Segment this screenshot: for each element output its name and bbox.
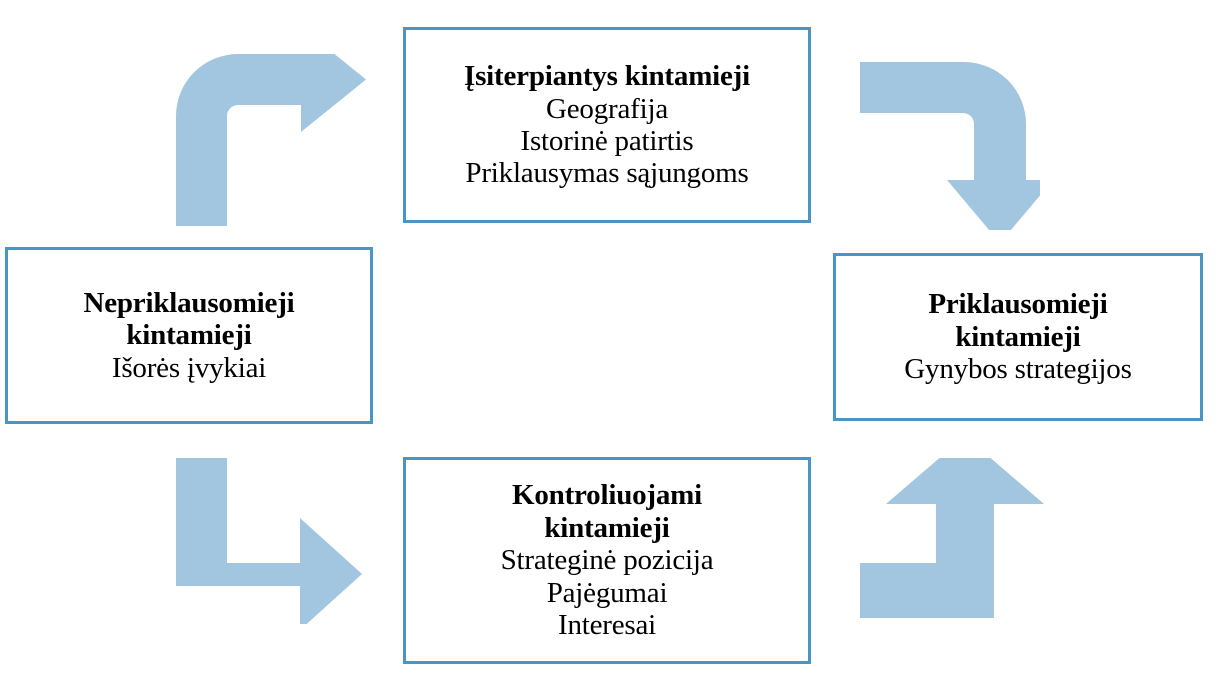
elbow-arrow-up-icon-bottom-right <box>860 458 1044 618</box>
node-title-dependent-line1: Priklausomieji <box>928 288 1108 321</box>
node-item-controlled-1: Strateginė pozicija <box>500 544 714 577</box>
node-title-intervening: Įsiterpiantys kintamieji <box>463 60 750 93</box>
elbow-arrow-down-icon-top-right <box>860 62 1040 230</box>
node-item-intervening-3: Priklausymas sąjungoms <box>465 157 749 190</box>
node-item-intervening-1: Geografija <box>546 92 668 125</box>
node-box-dependent-variables: Priklausomieji kintamieji Gynybos strate… <box>833 253 1203 421</box>
node-item-intervening-2: Istorinė patirtis <box>520 125 694 157</box>
node-box-intervening-variables: Įsiterpiantys kintamieji Geografija Isto… <box>403 27 811 223</box>
node-title-controlled-line2: kintamieji <box>544 511 670 544</box>
node-title-controlled-line1: Kontroliuojami <box>511 479 702 512</box>
node-item-controlled-2: Pajėgumai <box>546 576 668 609</box>
node-title-independent-line1: Nepriklausomieji <box>83 286 295 319</box>
elbow-arrow-right-icon-bottom-left <box>176 458 362 624</box>
elbow-arrow-right-icon-top-left <box>176 54 366 226</box>
node-box-controlled-variables: Kontroliuojami kintamieji Strateginė poz… <box>403 457 811 664</box>
node-box-independent-variables: Nepriklausomieji kintamieji Išorės įvyki… <box>5 247 373 424</box>
node-title-independent-line2: kintamieji <box>126 319 252 352</box>
node-title-dependent-line2: kintamieji <box>955 320 1081 353</box>
node-item-independent-1: Išorės įvykiai <box>111 351 267 384</box>
node-item-controlled-3: Interesai <box>557 609 657 642</box>
node-item-dependent-1: Gynybos strategijos <box>904 353 1132 386</box>
